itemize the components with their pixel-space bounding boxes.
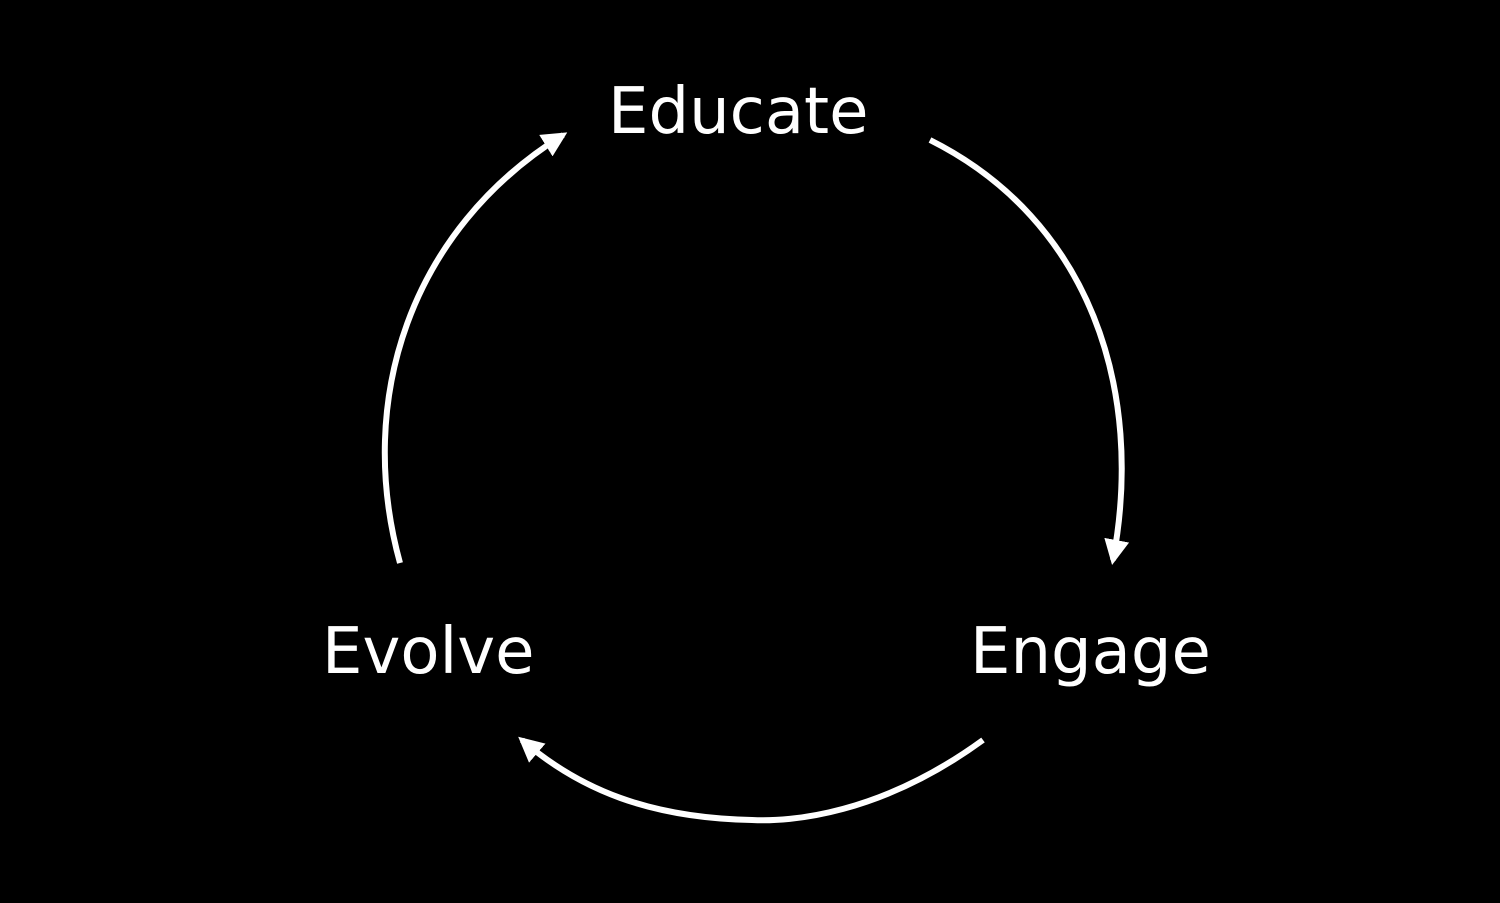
stage-label-educate: Educate bbox=[608, 75, 869, 149]
arrow-evolve-to-educate bbox=[381, 132, 568, 564]
arrow-engage-to-evolve bbox=[518, 736, 985, 824]
arrow-educate-to-engage bbox=[928, 137, 1130, 565]
stage-label-engage: Engage bbox=[970, 615, 1211, 689]
stage-label-evolve: Evolve bbox=[322, 615, 535, 689]
